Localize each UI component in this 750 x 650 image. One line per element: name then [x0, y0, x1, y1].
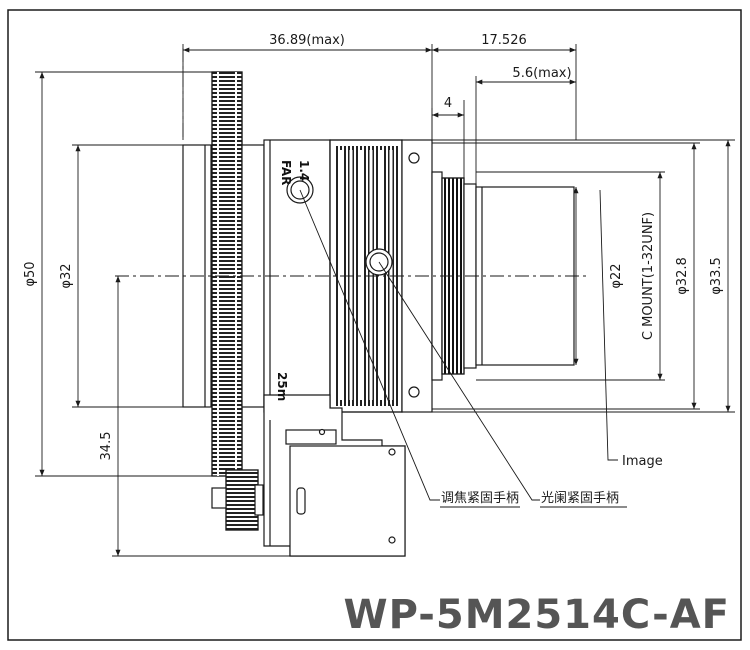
- dim-axis-height: 34.5: [99, 432, 114, 461]
- pinion-gear: [225, 469, 259, 531]
- dim-front-dia: φ32: [59, 263, 74, 288]
- focus-screw-leader: [299, 189, 440, 501]
- dim-thread-length: 4: [444, 96, 452, 111]
- dim-back-protrusion: 5.6(max): [512, 66, 571, 81]
- image-label: Image: [622, 454, 663, 469]
- dim-total-length: 36.89(max): [269, 33, 345, 48]
- drawing-border: [7, 9, 742, 641]
- dim-mount-inner-dia: φ22: [609, 263, 624, 288]
- focus-gear-ring: [211, 71, 243, 477]
- dim-body-dia: φ33.5: [709, 257, 724, 295]
- dim-focus-ring-dia: φ50: [23, 261, 38, 286]
- dim-mount-thread: C MOUNT(1-32UNF): [641, 212, 656, 340]
- image-leader: [599, 189, 618, 461]
- dim-flange-distance: 17.526: [481, 33, 527, 48]
- engraving-focal: 25m: [275, 372, 289, 401]
- dim-mount-dia: φ32.8: [675, 257, 690, 295]
- iris-lock-label: 光阑紧固手柄: [541, 491, 619, 506]
- lens-body: [182, 71, 575, 557]
- engraving-far: FAR: [279, 160, 293, 185]
- front-cap: [182, 144, 212, 408]
- iris-screw-leader: [378, 261, 540, 501]
- model-name: WP-5M2514C-AF: [344, 592, 730, 638]
- focus-lock-label: 调焦紧固手柄: [441, 491, 519, 506]
- engraving-iris: 1.4: [297, 160, 311, 181]
